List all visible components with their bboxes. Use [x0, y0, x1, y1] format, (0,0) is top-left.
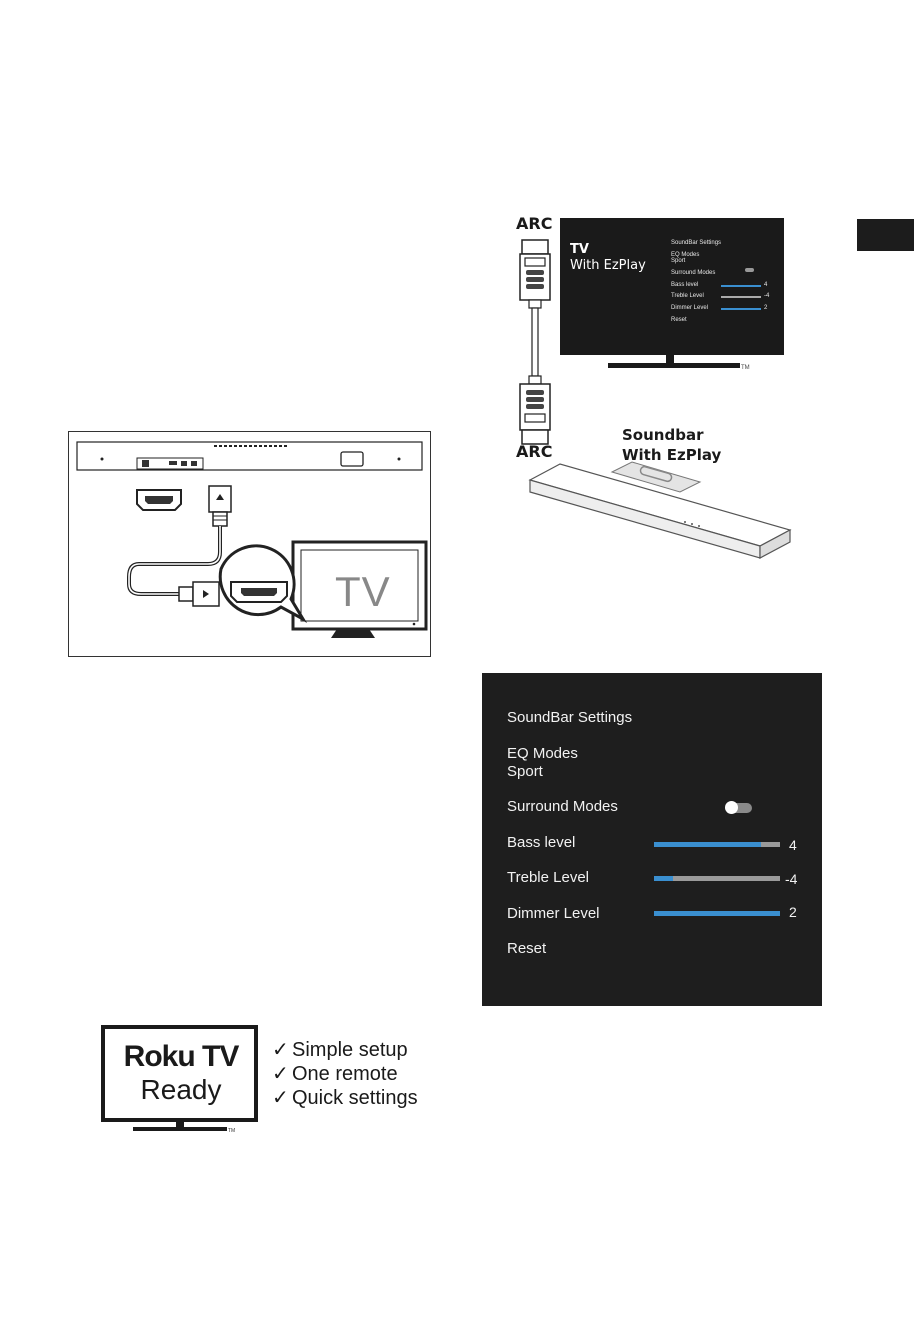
- mini-menu-reset: Reset: [671, 317, 687, 323]
- arc-label-top: ARC: [516, 214, 553, 233]
- tv-trademark: TM: [741, 365, 750, 371]
- roku-brand: Roku TV: [123, 1040, 240, 1073]
- section-tab: [857, 219, 914, 251]
- mini-tv-name: TV: [570, 242, 589, 257]
- reset-label[interactable]: Reset: [507, 940, 547, 957]
- bass-value: 4: [789, 837, 797, 853]
- mini-bass-bar: [721, 285, 761, 287]
- feature-item: ✓One remote: [272, 1062, 418, 1086]
- soundbar-name: Soundbar: [622, 426, 704, 444]
- mini-treble-bar: [721, 296, 761, 298]
- hdmi-connection-illustration: [76, 441, 428, 638]
- dimmer-value: 2: [789, 904, 797, 920]
- surround-modes-label[interactable]: Surround Modes: [507, 798, 618, 815]
- mini-menu-eq-value: Sport: [671, 258, 686, 264]
- treble-slider-fill: [654, 876, 673, 881]
- roku-trademark: TM: [228, 1128, 236, 1134]
- mini-dimmer-value: 2: [764, 305, 768, 311]
- tv-label: TV: [335, 568, 391, 615]
- dimmer-slider-fill: [654, 911, 780, 916]
- mini-treble-value: -4: [764, 293, 770, 299]
- feature-text: Quick settings: [292, 1087, 418, 1109]
- mini-dimmer-bar: [721, 308, 761, 310]
- roku-ready: Ready: [140, 1074, 222, 1105]
- checkmark-icon: ✓: [272, 1063, 289, 1085]
- mini-tv-subtitle: With EzPlay: [570, 258, 646, 273]
- checkmark-icon: ✓: [272, 1087, 289, 1109]
- dimmer-level-label: Dimmer Level: [507, 905, 600, 922]
- bass-slider[interactable]: [654, 842, 780, 847]
- feature-text: One remote: [292, 1063, 398, 1085]
- surround-toggle[interactable]: [725, 801, 752, 814]
- feature-item: ✓Simple setup: [272, 1038, 418, 1062]
- feature-item: ✓Quick settings: [272, 1086, 418, 1110]
- bass-slider-fill: [654, 842, 762, 847]
- arc-connection-illustration: [519, 239, 792, 559]
- arc-label-bottom: ARC: [516, 442, 553, 461]
- mini-menu-dimmer: Dimmer Level: [671, 305, 709, 311]
- treble-slider[interactable]: [654, 876, 780, 881]
- mini-menu-treble: Treble Level: [671, 293, 704, 299]
- mini-tv-title: TV With EzPlay: [570, 242, 646, 274]
- mini-menu-title: SoundBar Settings: [671, 240, 722, 246]
- mini-menu-bass: Bass level: [671, 282, 699, 288]
- hdmi-connection-figure: [68, 431, 431, 657]
- mini-surround-toggle: [745, 268, 754, 272]
- checkmark-icon: ✓: [272, 1039, 289, 1061]
- surround-toggle-knob: [725, 801, 738, 814]
- soundbar-settings-panel: SoundBar Settings EQ Modes Sport Surroun…: [482, 673, 822, 1006]
- mini-menu-eq: EQ Modes: [671, 252, 700, 258]
- mini-bass-value: 4: [764, 282, 768, 288]
- settings-title: SoundBar Settings: [507, 709, 633, 726]
- treble-level-label: Treble Level: [507, 869, 589, 886]
- mini-menu-surround: Surround Modes: [671, 270, 716, 276]
- eq-modes-label[interactable]: EQ Modes: [507, 745, 578, 762]
- soundbar-title: Soundbar With EzPlay: [622, 425, 721, 465]
- soundbar-subtitle: With EzPlay: [622, 446, 722, 464]
- eq-mode-value: Sport: [507, 763, 543, 780]
- treble-value: -4: [785, 871, 798, 887]
- feature-text: Simple setup: [292, 1039, 408, 1061]
- dimmer-slider[interactable]: [654, 911, 780, 916]
- bass-level-label: Bass level: [507, 834, 576, 851]
- roku-features-list: ✓Simple setup ✓One remote ✓Quick setting…: [272, 1038, 418, 1110]
- roku-tv-stand-icon: [133, 1120, 227, 1131]
